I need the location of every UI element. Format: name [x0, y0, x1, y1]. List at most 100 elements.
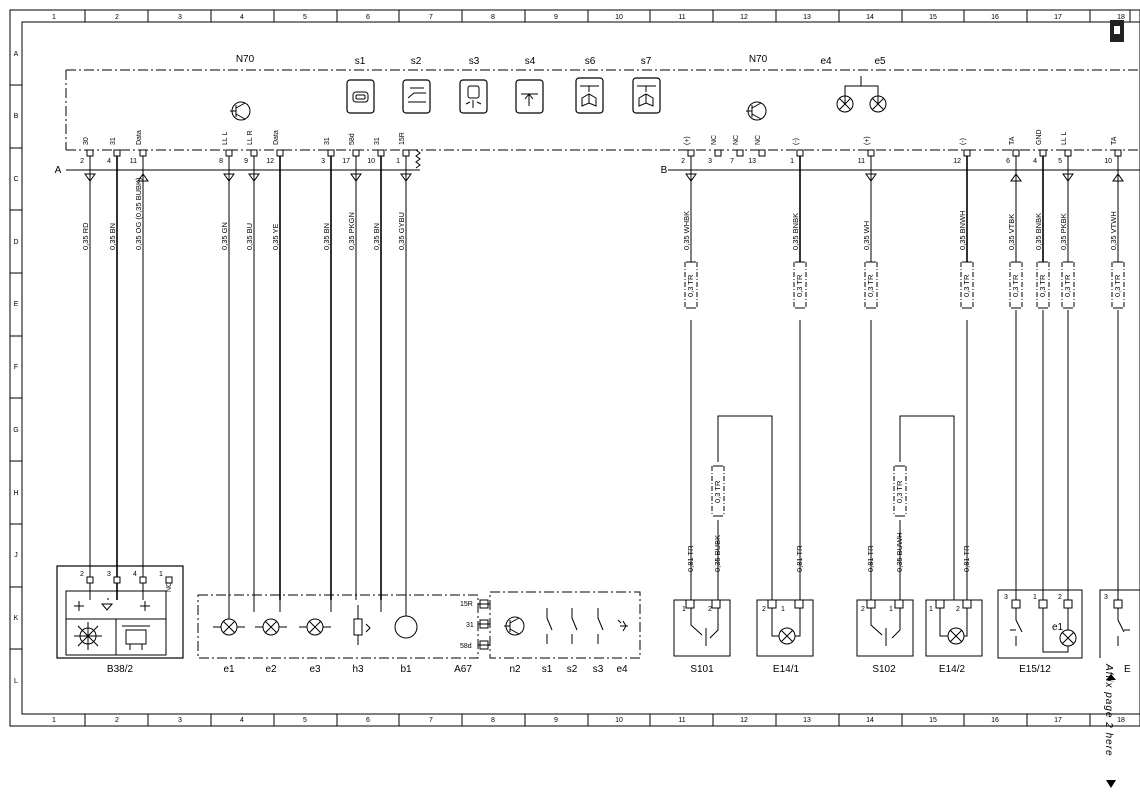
wire-color-label: 0,35 BUBK [713, 535, 722, 572]
pin-number-label: 4 [107, 158, 111, 165]
grid-col-label: 14 [866, 717, 874, 724]
a67-pin-58d: 58d [460, 643, 472, 650]
signal-arrow-down-icon [223, 173, 235, 182]
grid-col-label: 15 [929, 717, 937, 724]
cut-component [1099, 589, 1140, 658]
switch-label-s1: s1 [355, 56, 366, 67]
pin-number-label: 10 [1104, 158, 1112, 165]
pin-terminal [1039, 149, 1047, 157]
tr-wire-label: 0,81 TR [866, 545, 875, 572]
pin-number-label: 9 [244, 158, 248, 165]
grid-col-label: 9 [554, 717, 558, 724]
component-label: s1 [542, 664, 553, 675]
pin-name-label: 58d [349, 133, 356, 145]
grid-col-label: 16 [991, 717, 999, 724]
wire-color-label: 0,35 BN [372, 223, 381, 250]
lamp-group-icons [213, 600, 418, 645]
wire-color-label: 0,35 YE [271, 223, 280, 250]
grid-col-label: 5 [303, 717, 307, 724]
grid-col-label: 6 [366, 14, 370, 21]
pin-number-label: 1 [159, 571, 163, 578]
pin-name-label: LL R [247, 130, 254, 145]
pin-terminal [377, 149, 385, 157]
switch-label-s3: s3 [469, 56, 480, 67]
pin-number-label: 1 [790, 158, 794, 165]
grid-col-label: 8 [491, 14, 495, 21]
switch-s7-icon [632, 77, 661, 114]
pin-number-label: 2 [861, 606, 865, 613]
transistor-icon [230, 101, 251, 121]
pin-terminal [225, 149, 233, 157]
wire-color-label: 0,35 VTBK [1007, 214, 1016, 250]
pin-terminal [714, 149, 722, 157]
pin-terminal [1012, 149, 1020, 157]
affix-note-text: Affix page 2 here [1103, 663, 1114, 757]
pin-number-label: 3 [1004, 594, 1008, 601]
a67-label: A67 [454, 664, 472, 675]
grid-col-label: 2 [115, 717, 119, 724]
grid-col-label: 18 [1117, 14, 1125, 21]
switch-s3-icon [459, 79, 488, 114]
wire-color-label: 0,35 PKGN [347, 212, 356, 250]
pin-terminal [352, 149, 360, 157]
pin-number-label: 2 [1058, 594, 1062, 601]
wire-color-label: 0,35 BNBK [1034, 213, 1043, 250]
pin-name-label: 30 [83, 137, 90, 145]
lamp-label-e5: e5 [874, 56, 886, 67]
e15-12-label: E15/12 [1019, 664, 1051, 675]
tr-wire-label: 0,3 TR [1011, 274, 1020, 297]
wire-color-label: 0,35 OG (0,35 BUBK) [134, 177, 143, 250]
pin-number-label: 2 [80, 158, 84, 165]
tr-wire-label: 0,3 TR [713, 480, 722, 503]
pin-number-label: 1 [396, 158, 400, 165]
signal-arrow-up-icon [1112, 173, 1124, 182]
pin-number-label: 5 [1058, 158, 1062, 165]
tr-wire-label: 0,3 TR [895, 480, 904, 503]
switch-s1-icon [346, 79, 375, 114]
pin-terminal [402, 149, 410, 157]
pin-number-label: 2 [956, 606, 960, 613]
pin-number-label: 11 [858, 158, 865, 165]
lamp-e4-e5-icon [836, 76, 887, 113]
grid-col-label: 14 [866, 14, 874, 21]
grid-row-label: F [14, 364, 18, 371]
component-label: e1 [223, 664, 235, 675]
a67-pin-15r: 15R [460, 601, 473, 608]
tr-wire-label: 0,3 TR [1113, 274, 1122, 297]
switch-label-s4: s4 [525, 56, 536, 67]
switch-label-s7: s7 [641, 56, 652, 67]
pin-number-label: 2 [762, 606, 766, 613]
pin-name-label: 31 [324, 137, 331, 145]
pin-number-label: 1 [1033, 594, 1037, 601]
switch-s2-icon [402, 79, 431, 114]
switch-group-box [489, 591, 641, 659]
s102-component [856, 599, 914, 657]
grid-col-label: 1 [52, 717, 56, 724]
grid-col-label: 17 [1054, 717, 1062, 724]
grid-row-label: D [13, 239, 18, 246]
grid-col-label: 3 [178, 14, 182, 21]
pin-number-label: 3 [107, 571, 111, 578]
grid-row-label: L [14, 678, 18, 685]
pin-name-label: (+) [864, 136, 871, 145]
tr-wire-label: 0,3 TR [795, 274, 804, 297]
tr-wire-label: 0,3 TR [1038, 274, 1047, 297]
pin-number-label: 7 [730, 158, 734, 165]
pin-name-label: LL L [222, 132, 229, 145]
grid-col-label: 1 [52, 14, 56, 21]
grid-col-label: 3 [178, 717, 182, 724]
grid-col-label: 13 [803, 14, 811, 21]
wire-color-label: 0,35 BU [245, 223, 254, 250]
grid-row-ticks [10, 84, 22, 650]
n70-right-label: N70 [749, 54, 768, 65]
pin-name-label: Data [136, 130, 143, 145]
pin-number-label: 4 [1033, 158, 1037, 165]
grid-row-label: H [13, 490, 18, 497]
grid-col-label: 11 [678, 717, 685, 724]
switch-s6-icon [575, 77, 604, 114]
wire-color-label: 0,35 RD [81, 222, 90, 250]
